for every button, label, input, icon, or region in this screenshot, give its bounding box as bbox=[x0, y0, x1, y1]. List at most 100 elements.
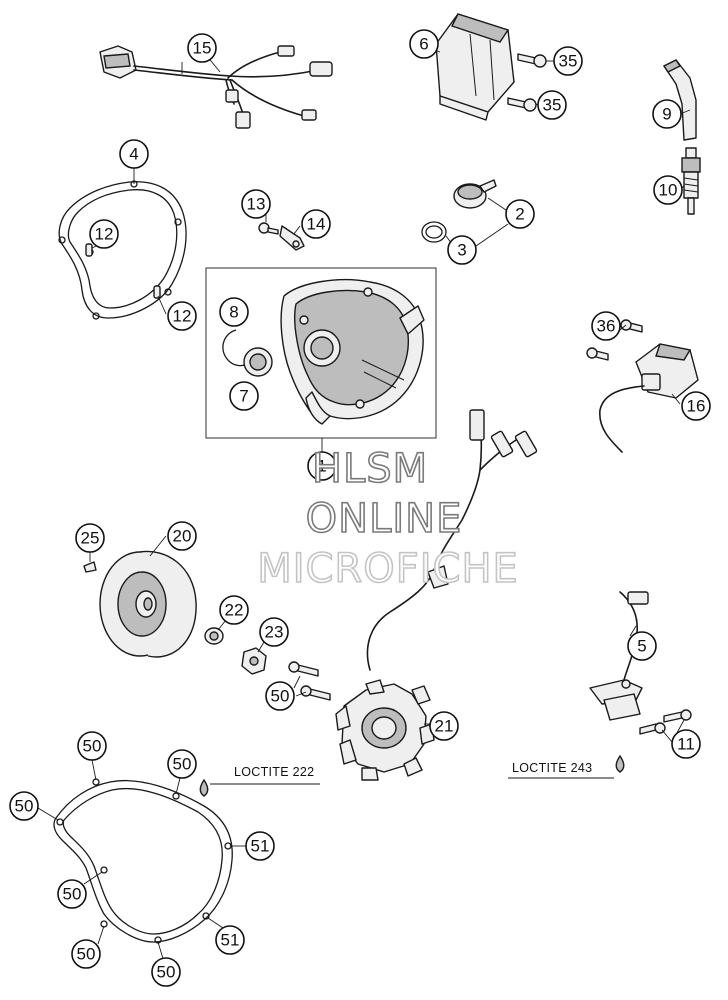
callout-4: 4 bbox=[119, 139, 149, 169]
svg-text:25: 25 bbox=[81, 529, 100, 548]
svg-text:1: 1 bbox=[317, 457, 326, 476]
callout-22: 22 bbox=[219, 595, 249, 625]
callout-12-lower: 12 bbox=[167, 301, 197, 331]
callout-51-lower: 51 bbox=[215, 925, 245, 955]
bolt-11-lower bbox=[639, 722, 666, 735]
callout-35-lower: 35 bbox=[537, 90, 567, 120]
callout-51-right: 51 bbox=[245, 831, 275, 861]
svg-text:36: 36 bbox=[597, 317, 616, 336]
callout-15: 15 bbox=[187, 33, 217, 63]
callout-36: 36 bbox=[591, 311, 621, 341]
svg-text:50: 50 bbox=[271, 687, 290, 706]
svg-text:LOCTITE 243: LOCTITE 243 bbox=[512, 761, 592, 775]
ignition-coil bbox=[599, 343, 699, 453]
svg-text:10: 10 bbox=[659, 181, 678, 200]
svg-text:3: 3 bbox=[457, 241, 466, 260]
callout-7: 7 bbox=[229, 381, 259, 411]
svg-text:51: 51 bbox=[251, 837, 270, 856]
svg-text:HLSM: HLSM bbox=[312, 446, 428, 492]
clamp-14 bbox=[279, 225, 305, 251]
svg-text:ONLINE: ONLINE bbox=[306, 496, 463, 542]
wiring-harness bbox=[99, 45, 333, 129]
svg-text:8: 8 bbox=[229, 303, 238, 322]
callout-10: 10 bbox=[653, 175, 683, 205]
loctite-note-right: LOCTITE 243 bbox=[508, 761, 614, 779]
svg-text:LOCTITE 222: LOCTITE 222 bbox=[234, 765, 314, 779]
callout-9: 9 bbox=[652, 99, 682, 129]
callout-1: 1 bbox=[307, 451, 337, 481]
callout-12-upper: 12 bbox=[89, 219, 119, 249]
loctite-drop-left bbox=[199, 778, 209, 797]
callout-50-gasket-top: 50 bbox=[77, 731, 107, 761]
svg-text:11: 11 bbox=[677, 735, 695, 754]
callout-23: 23 bbox=[259, 617, 289, 647]
svg-text:12: 12 bbox=[173, 307, 192, 326]
callout-50-gasket-bottom-left: 50 bbox=[71, 939, 101, 969]
callout-5: 5 bbox=[627, 631, 657, 661]
svg-text:35: 35 bbox=[543, 96, 562, 115]
spark-plug bbox=[681, 147, 701, 215]
callout-50-bolts: 50 bbox=[265, 681, 295, 711]
svg-text:16: 16 bbox=[687, 397, 706, 416]
svg-text:50: 50 bbox=[157, 963, 176, 982]
nut-23 bbox=[241, 647, 267, 675]
bolt-50-upper bbox=[288, 661, 319, 677]
screw-13 bbox=[258, 222, 279, 235]
loctite-drop-right bbox=[615, 754, 625, 773]
callout-50-gasket-bottom: 50 bbox=[151, 957, 181, 987]
svg-text:7: 7 bbox=[239, 387, 248, 406]
o-ring bbox=[421, 221, 447, 243]
svg-text:50: 50 bbox=[173, 755, 192, 774]
svg-text:5: 5 bbox=[637, 637, 646, 656]
callout-50-gasket-mid: 50 bbox=[57, 879, 87, 909]
callout-8: 8 bbox=[219, 297, 249, 327]
svg-text:21: 21 bbox=[435, 717, 454, 736]
dowel-pin-lower bbox=[153, 285, 161, 299]
callout-25: 25 bbox=[75, 523, 105, 553]
svg-text:50: 50 bbox=[83, 737, 102, 756]
svg-text:22: 22 bbox=[225, 601, 244, 620]
woodruff-key bbox=[83, 561, 97, 573]
pulse-generator bbox=[589, 591, 649, 721]
svg-text:14: 14 bbox=[307, 215, 326, 234]
cdi-unit bbox=[435, 13, 515, 121]
svg-text:15: 15 bbox=[193, 39, 212, 58]
svg-text:50: 50 bbox=[77, 945, 96, 964]
callout-14: 14 bbox=[301, 209, 331, 239]
flywheel bbox=[99, 550, 197, 658]
svg-text:20: 20 bbox=[173, 527, 192, 546]
svg-text:50: 50 bbox=[63, 885, 82, 904]
svg-text:51: 51 bbox=[221, 931, 240, 950]
shaft-seal-7 bbox=[243, 347, 273, 377]
bolt-11-upper bbox=[663, 709, 692, 723]
callout-13: 13 bbox=[241, 189, 271, 219]
callout-50-gasket-left: 50 bbox=[9, 791, 39, 821]
svg-text:2: 2 bbox=[515, 205, 524, 224]
callout-11: 11 bbox=[671, 729, 701, 759]
watermark: HLSM ONLINE MICROFICHE bbox=[256, 445, 519, 593]
svg-text:12: 12 bbox=[95, 225, 114, 244]
svg-text:4: 4 bbox=[129, 145, 138, 164]
gasket-upper bbox=[58, 180, 187, 320]
stator bbox=[335, 409, 538, 781]
callout-2: 2 bbox=[505, 199, 535, 229]
bolt-50-lower bbox=[300, 685, 331, 701]
spark-plug-cap bbox=[662, 59, 697, 141]
callout-20: 20 bbox=[167, 521, 197, 551]
callout-50-gasket-top-right: 50 bbox=[167, 749, 197, 779]
svg-text:MICROFICHE: MICROFICHE bbox=[257, 546, 519, 592]
callout-6: 6 bbox=[409, 29, 439, 59]
svg-text:6: 6 bbox=[419, 35, 428, 54]
bolt-35-upper bbox=[517, 53, 547, 68]
washer-22 bbox=[204, 627, 224, 645]
callout-3: 3 bbox=[447, 235, 477, 265]
svg-text:9: 9 bbox=[662, 105, 671, 124]
svg-text:35: 35 bbox=[559, 52, 578, 71]
ignition-cover bbox=[280, 279, 425, 425]
svg-text:23: 23 bbox=[265, 623, 284, 642]
callout-21: 21 bbox=[429, 711, 459, 741]
svg-text:50: 50 bbox=[15, 797, 34, 816]
assembly-frame bbox=[205, 267, 437, 439]
